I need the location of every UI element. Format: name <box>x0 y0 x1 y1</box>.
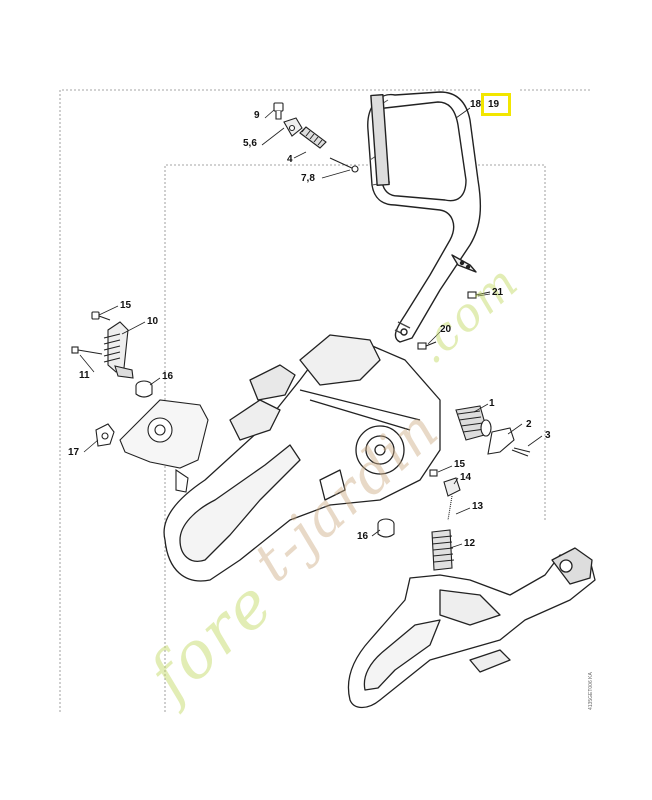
callout-7-8[interactable]: 7,8 <box>301 173 315 184</box>
callout-12[interactable]: 12 <box>464 538 476 549</box>
callout-14[interactable]: 14 <box>460 472 472 483</box>
callout-16-lower[interactable]: 16 <box>357 531 369 542</box>
highlight-box <box>481 93 511 116</box>
document-id: 4135GET006 KA <box>588 672 594 710</box>
callout-21[interactable]: 21 <box>492 287 504 298</box>
callout-13[interactable]: 13 <box>472 501 484 512</box>
callout-2[interactable]: 2 <box>526 419 532 430</box>
tank-housing <box>347 547 596 709</box>
callout-10[interactable]: 10 <box>147 316 159 327</box>
callout-15-lower[interactable]: 15 <box>454 459 466 470</box>
spring-assembly <box>429 469 461 571</box>
screws-20-21 <box>417 291 491 350</box>
chainsaw-body <box>163 334 441 582</box>
buffer-16-upper <box>135 380 153 398</box>
callout-16-upper[interactable]: 16 <box>162 371 174 382</box>
rear-bracket <box>95 399 209 493</box>
callout-19[interactable]: 19 <box>488 99 500 110</box>
callout-20[interactable]: 20 <box>440 324 452 335</box>
callout-4[interactable]: 4 <box>287 154 293 165</box>
callout-15-upper[interactable]: 15 <box>120 300 132 311</box>
av-element-right <box>455 405 531 457</box>
handlebar <box>367 91 482 343</box>
callout-9[interactable]: 9 <box>254 110 260 121</box>
callout-5-6[interactable]: 5,6 <box>243 138 257 149</box>
callout-11[interactable]: 11 <box>79 370 90 381</box>
callout-17[interactable]: 17 <box>68 447 80 458</box>
callout-1[interactable]: 1 <box>489 398 495 409</box>
handle-hardware <box>273 102 359 173</box>
leader-lines <box>79 107 543 549</box>
left-av-parts <box>71 311 134 379</box>
callout-3[interactable]: 3 <box>545 430 551 441</box>
buffer-16-lower <box>377 518 395 538</box>
callout-18[interactable]: 18 <box>470 99 482 110</box>
